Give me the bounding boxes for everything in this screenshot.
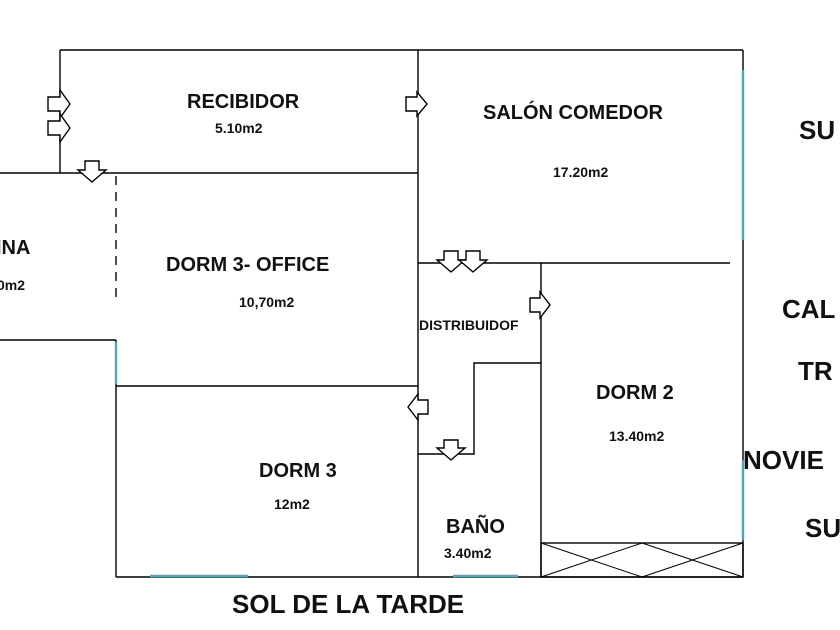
room-area-salon: 17.20m2 [553, 164, 608, 180]
cabinet [540, 542, 744, 578]
door-arrow-right-icon [405, 90, 428, 118]
door-icons [47, 87, 551, 461]
door-arrow-left-icon [407, 391, 429, 423]
right-label: TR [798, 356, 833, 386]
room-area-dorm2: 13.40m2 [609, 428, 664, 444]
door-arrow-right-icon [529, 289, 551, 321]
right-label: CAL [782, 294, 836, 324]
windows [114, 70, 745, 578]
room-name-cocina: INA [0, 237, 30, 259]
walls [0, 49, 744, 578]
room-name-bano: BAÑO [446, 515, 505, 538]
room-name-salon: SALÓN COMEDOR [483, 100, 664, 124]
bottom-label: SOL DE LA TARDE [232, 589, 464, 619]
room-name-dorm3: DORM 3 [259, 460, 337, 482]
wall [418, 362, 541, 455]
room-name-distribuidor: DISTRIBUIDOF [419, 317, 519, 333]
door-arrow-right-icon [47, 87, 71, 121]
room-name-dorm2: DORM 2 [596, 382, 674, 404]
door-arrow-down-icon [435, 439, 467, 461]
room-area-office: 10,70m2 [239, 294, 294, 310]
right-label: SU [799, 115, 835, 145]
room-area-recibidor: 5.10m2 [215, 120, 263, 136]
right-label: SU [805, 513, 840, 543]
room-name-office: DORM 3- OFFICE [166, 254, 329, 276]
room-area-dorm3: 12m2 [274, 496, 310, 512]
room-name-recibidor: RECIBIDOR [187, 91, 300, 113]
room-area-bano: 3.40m2 [444, 545, 492, 561]
door-arrow-down-icon [435, 250, 467, 273]
room-area-cocina: 0m2 [0, 277, 25, 293]
door-arrow-right-icon [47, 111, 71, 145]
door-arrow-down-icon [76, 160, 108, 183]
door-arrow-down-icon [457, 250, 489, 273]
right-label: NOVIE [743, 445, 824, 475]
